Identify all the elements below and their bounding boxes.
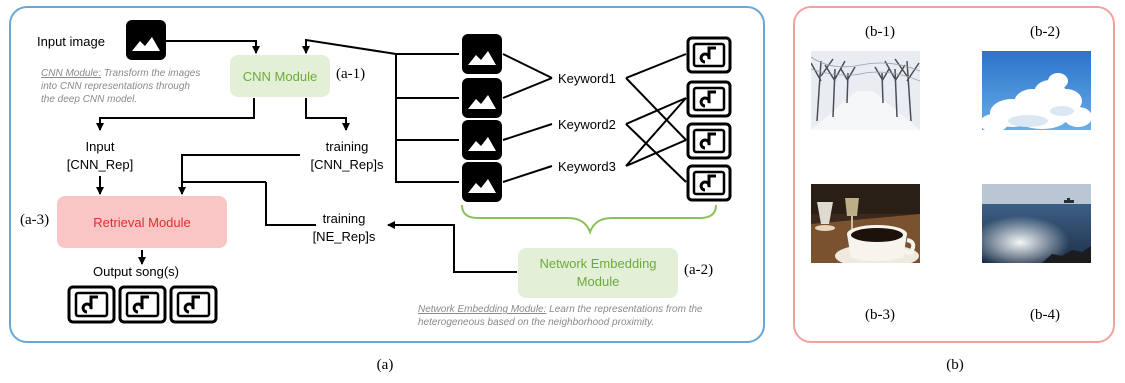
music-note-icon: [686, 80, 732, 118]
retrieval-module: Retrieval Module: [57, 196, 227, 248]
links-images-keywords: [502, 53, 553, 183]
arrow-training-cnn-to-retrieval: [178, 154, 300, 195]
photo-label-b2: (b-2): [1030, 24, 1060, 40]
image-icon: [462, 34, 502, 74]
training-ne-line2: [NE_Rep]s: [312, 229, 376, 244]
music-icon-column: [686, 36, 734, 213]
cnn-note-body-2: into CNN representations through: [41, 81, 190, 92]
output-songs: [67, 285, 219, 330]
input-cnn-rep-label: Input [CNN_Rep]: [60, 138, 140, 174]
ne-note-body-1: Learn the representations from the: [546, 304, 703, 315]
photo-label-b4: (b-4): [1030, 307, 1060, 323]
caption-a: (a): [376, 357, 394, 373]
keyword-2: Keyword2: [558, 117, 616, 132]
training-cnn-line1: training: [325, 139, 369, 154]
keyword-1: Keyword1: [558, 71, 616, 86]
music-note-icon: [169, 285, 218, 324]
cnn-note-body-1: Transform the images: [101, 68, 201, 79]
cnn-note-body-3: the deep CNN model.: [41, 94, 138, 105]
line-training-ne-to-retrieval: [265, 182, 316, 226]
image-icon: [462, 162, 502, 202]
network-embedding-module: Network Embedding Module: [518, 248, 678, 298]
music-note-icon: [67, 285, 116, 324]
training-cnn-rep-label: training [CNN_Rep]s: [302, 138, 392, 174]
arrow-images-to-cnn: [306, 38, 459, 183]
arrow-input-to-cnn: [166, 40, 260, 54]
image-icon: [126, 20, 166, 60]
ne-module-label-1: Network Embedding: [539, 256, 657, 271]
keyword-3: Keyword3: [558, 159, 616, 174]
ne-module-note: Network Embedding Module: Learn the repr…: [418, 303, 748, 329]
training-ne-line1: training: [322, 211, 366, 226]
links-keywords-music: [625, 53, 687, 183]
photo-sea: [982, 184, 1091, 263]
cnn-note-title: CNN Module:: [41, 68, 102, 79]
ne-module-tag: (a-2): [684, 262, 714, 278]
input-image-label: Input image: [37, 34, 105, 49]
training-cnn-line2: [CNN_Rep]s: [310, 157, 384, 172]
output-music-note-icons: [67, 285, 218, 324]
photo-coffee: [811, 184, 920, 263]
photo-label-b3: (b-3): [865, 307, 895, 323]
music-note-icon: [686, 122, 732, 160]
training-ne-rep-label: training [NE_Rep]s: [304, 210, 384, 246]
panel-a-frame: [9, 6, 765, 343]
photo-snowy-road: [811, 51, 920, 130]
photo-label-b1: (b-1): [865, 24, 895, 40]
input-label-line1: Input: [85, 139, 115, 154]
arrow-cnn-to-input: [96, 98, 255, 131]
music-note-icon: [118, 285, 167, 324]
retrieval-module-label: Retrieval Module: [93, 214, 191, 230]
image-icon: [462, 78, 502, 118]
music-note-icon: [686, 164, 732, 202]
panel-b-frame: [793, 6, 1115, 343]
cnn-module-label: CNN Module: [242, 68, 318, 84]
ne-note-body-2: heterogeneous based on the neighborhood …: [418, 317, 655, 328]
caption-b: (b): [946, 357, 964, 373]
output-songs-label: Output song(s): [93, 264, 179, 279]
curly-bracket: [461, 204, 717, 235]
cnn-module: CNN Module: [230, 55, 330, 97]
arrow-ne-to-training: [387, 221, 517, 273]
ne-module-label-2: Module: [576, 274, 620, 289]
retrieval-module-tag: (a-3): [20, 212, 50, 228]
arrow-cnn-to-training: [305, 98, 350, 131]
ne-note-title: Network Embedding Module:: [418, 304, 547, 315]
cnn-module-note: CNN Module: Transform the images into CN…: [41, 67, 221, 106]
cnn-module-tag: (a-1): [336, 66, 366, 82]
image-icon: [462, 120, 502, 160]
input-label-line2: [CNN_Rep]: [66, 157, 134, 172]
music-note-icon: [686, 36, 732, 74]
image-icon-column: [461, 34, 503, 209]
photo-sky-clouds: [982, 51, 1091, 130]
